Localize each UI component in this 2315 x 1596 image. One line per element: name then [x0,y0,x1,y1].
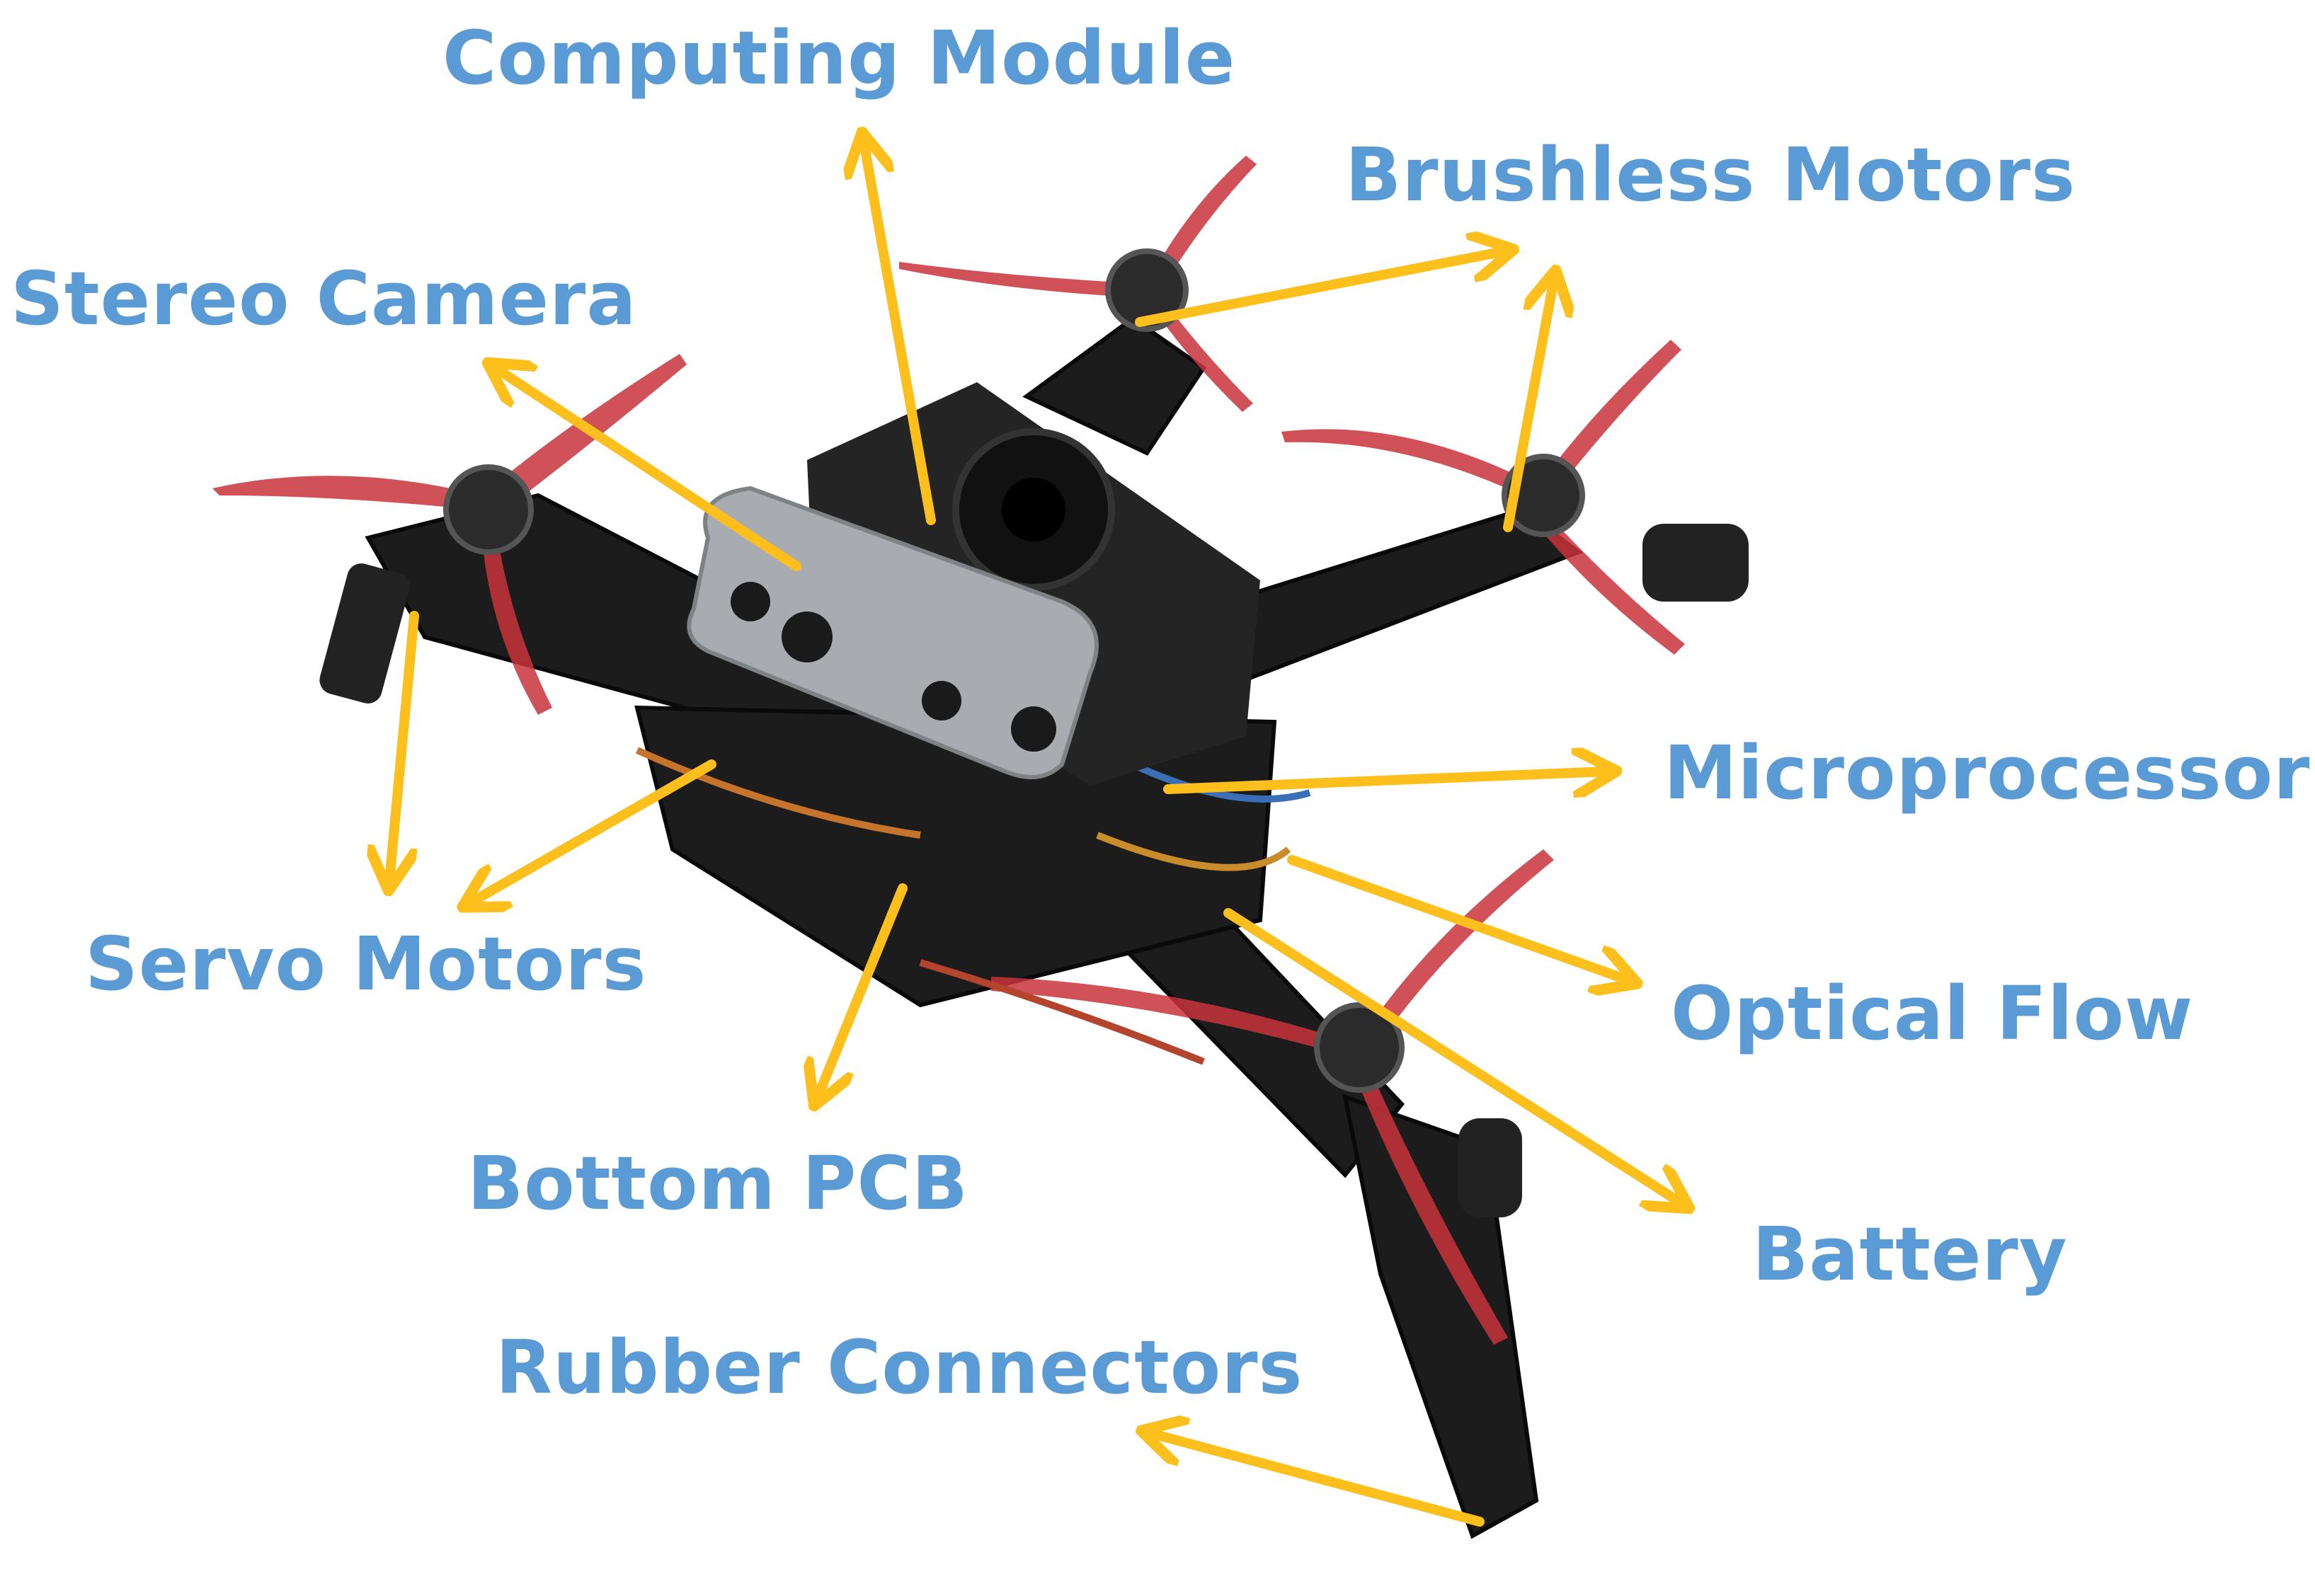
arrow-microprocessor [1163,771,1607,789]
label-optical-flow: Optical Flow [1671,970,2194,1057]
label-battery: Battery [1752,1211,2068,1297]
label-stereo-camera: Stereo Camera [11,256,637,342]
arrow-rubber-connectors [1150,1433,1485,1527]
label-bottom-pcb: Bottom PCB [467,1140,968,1227]
arrow-stereo-camera [496,368,801,571]
label-microprocessor: Microprocessor [1664,730,2311,816]
arrow-bottom-pcb [818,883,908,1097]
arrow-computing-module [864,142,936,525]
motor-hubs [443,248,1585,1093]
arrow-brushless-motor-left [1135,251,1504,327]
label-computing-module: Computing Module [442,15,1236,101]
arrow-optical-flow [1287,855,1628,980]
arrow-battery [1223,908,1681,1203]
label-rubber-connectors: Rubber Connectors [496,1324,1303,1411]
callout-arrows [389,142,1681,1527]
arrow-servo-motor-right [471,759,716,902]
arrow-brushless-motor-right [1503,280,1554,532]
wiring [635,747,1311,1065]
propellers [212,156,1685,1345]
label-servo-motors: Servo Motors [85,921,647,1007]
landing-legs [319,524,1749,1217]
label-brushless-motors: Brushless Motors [1345,132,2076,218]
arrow-servo-motor-left [389,611,419,881]
